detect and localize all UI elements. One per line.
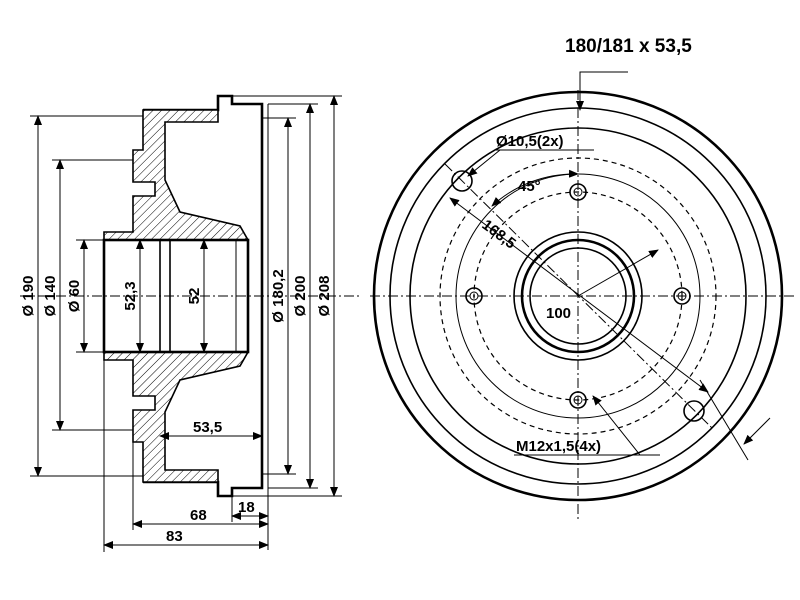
dim-line-100	[577, 249, 659, 297]
label-inner-52: 52	[186, 288, 203, 305]
label-inner-52-3: 52,3	[122, 281, 139, 310]
side-section-view: Ø 190 Ø 140 Ø 60 52,3 52 Ø 180,2 Ø 200 Ø…	[20, 94, 360, 552]
arrow-outer-right	[743, 417, 771, 445]
label-dia-200: Ø 200	[292, 276, 309, 317]
title-label: 180/181 x 53,5	[565, 36, 692, 57]
lower-hatched-section	[103, 351, 250, 483]
upper-hatched-section	[103, 109, 250, 241]
label-len-68: 68	[190, 507, 207, 524]
threaded-hole	[573, 395, 583, 405]
label-dia-140: Ø 140	[42, 276, 59, 317]
drum-braking-circle	[409, 127, 747, 465]
bolt-hole-upper	[451, 170, 473, 192]
angle-arc-45	[491, 169, 579, 207]
label-dia-180-2: Ø 180,2	[270, 269, 287, 322]
label-bolt-hole: Ø10,5(2x)	[496, 133, 564, 150]
label-len-83: 83	[166, 528, 183, 545]
label-angle-45: 45°	[518, 178, 541, 195]
label-pcd-168-5: 168,5	[479, 216, 519, 252]
label-dia-60: Ø 60	[66, 280, 83, 313]
label-center-100: 100	[546, 305, 571, 322]
outer-hole-circle	[439, 157, 717, 435]
label-dia-208: Ø 208	[316, 276, 333, 317]
front-view	[370, 71, 795, 520]
leader-title	[576, 71, 628, 111]
label-dia-190: Ø 190	[20, 276, 37, 317]
label-len-53-5: 53,5	[193, 419, 222, 436]
arrow-outer-right-tail	[699, 379, 749, 461]
leader-thread	[592, 395, 660, 456]
label-thread: M12x1,5(4x)	[516, 438, 601, 455]
label-len-18: 18	[238, 499, 255, 516]
bolt-hole-lower	[683, 400, 705, 422]
hub-bore	[102, 238, 250, 354]
drum-outer-circle	[372, 90, 784, 502]
